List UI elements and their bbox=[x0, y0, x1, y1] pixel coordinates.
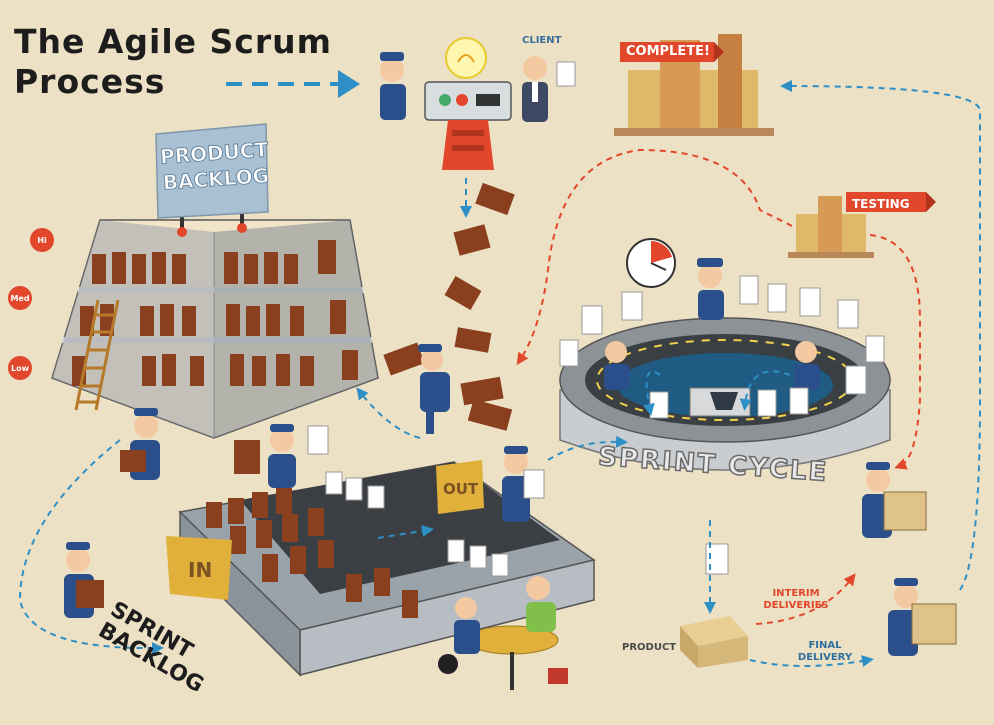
final-line-1: FINAL bbox=[808, 640, 842, 651]
ladder bbox=[74, 299, 120, 411]
interim-line-1: INTERIM bbox=[772, 588, 820, 599]
book-carrier-figure bbox=[418, 344, 450, 434]
complete-building bbox=[614, 34, 774, 136]
product-box bbox=[680, 543, 748, 668]
interim-deliveries-label: INTERIM DELIVERIES bbox=[756, 588, 836, 612]
interim-line-2: DELIVERIES bbox=[763, 600, 829, 611]
title-arrow bbox=[226, 70, 360, 98]
out-sign bbox=[436, 460, 484, 514]
scrum-master-figure bbox=[380, 52, 406, 120]
priority-hi-badge: Hi bbox=[30, 228, 54, 252]
sprint-backlog-box bbox=[166, 460, 596, 677]
product-backlog-sign bbox=[155, 123, 269, 237]
scrum-process-illustration: The Agile Scrum Process CLIENT COMPLETE!… bbox=[8, 22, 981, 698]
complete-banner bbox=[620, 42, 714, 62]
sprint-timer-clock bbox=[626, 238, 676, 288]
in-sign bbox=[166, 536, 232, 600]
scrum-team-figures bbox=[604, 258, 820, 390]
delivery-workers bbox=[862, 462, 957, 656]
testing-banner bbox=[846, 192, 926, 212]
product-backlog-shelf bbox=[51, 219, 379, 439]
idea-machine bbox=[424, 37, 512, 170]
product-backlog-label: PRODUCT BACKLOG bbox=[158, 136, 271, 196]
in-label: IN bbox=[188, 558, 213, 582]
illustration-canvas bbox=[18, 34, 981, 690]
flow-arrows bbox=[18, 80, 981, 667]
priority-med-badge: Med bbox=[8, 286, 32, 310]
client-figure bbox=[522, 56, 576, 122]
client-label: CLIENT bbox=[522, 35, 562, 46]
testing-building bbox=[788, 192, 936, 258]
final-delivery-label: FINAL DELIVERY bbox=[790, 640, 860, 664]
complete-label: COMPLETE! bbox=[626, 44, 710, 59]
product-label: PRODUCT bbox=[622, 642, 677, 653]
priority-low-badge: Low bbox=[8, 356, 32, 380]
meeting-table bbox=[438, 576, 568, 690]
out-label: OUT bbox=[443, 480, 479, 498]
title-line-1: The Agile Scrum bbox=[14, 22, 333, 61]
page-title: The Agile Scrum Process bbox=[14, 22, 344, 102]
testing-label: TESTING bbox=[852, 197, 910, 211]
final-line-2: DELIVERY bbox=[797, 652, 853, 663]
sprint-workers bbox=[64, 408, 545, 618]
title-line-2: Process bbox=[14, 62, 166, 101]
falling-books bbox=[383, 182, 515, 431]
